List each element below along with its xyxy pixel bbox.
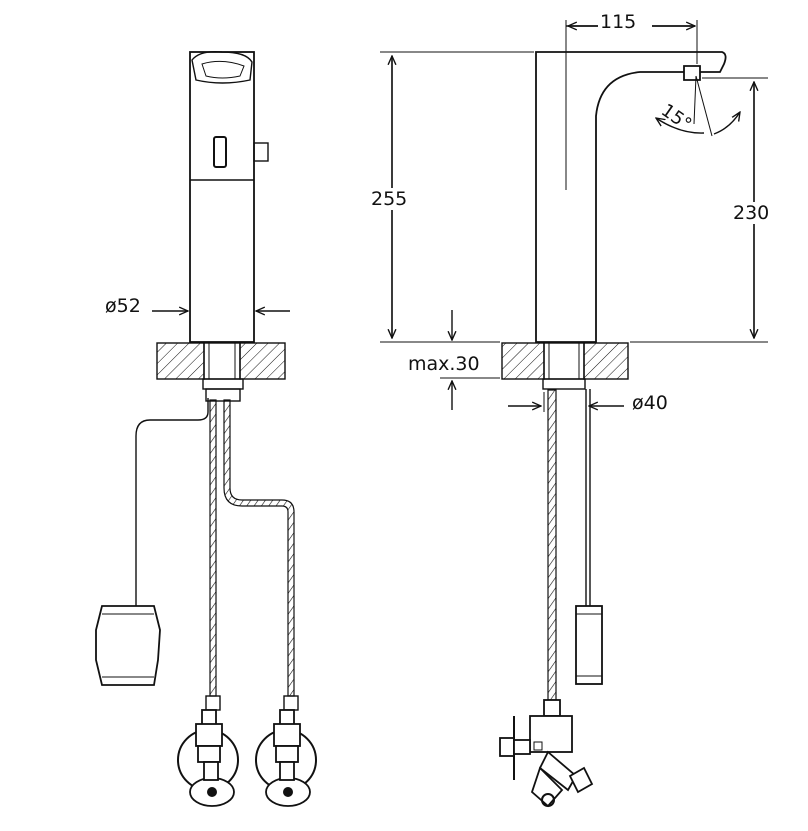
front-countertop-left [156,342,205,380]
sensor-window [213,136,227,168]
side-view: 15° 115 255 230 max.30 [370,10,778,808]
side-countertop-left [501,342,545,380]
control-box-front [95,605,161,686]
front-faucet-body [189,51,255,343]
dim-max-thickness: max.30 [408,353,480,375]
front-view: ø52 [95,50,317,807]
control-box-side [575,605,603,685]
hose-left [209,399,217,697]
dim-spout-reach: 115 [600,11,636,33]
angle-valve-side [499,699,594,808]
dim-hole-diameter: ø40 [632,392,668,414]
dim-body-diameter: ø52 [105,295,141,317]
side-hose [547,389,557,701]
angle-valve-left [177,709,239,807]
dim-total-height: 255 [371,188,407,210]
dim-angle: 15° [657,100,695,136]
side-button [253,142,269,162]
aerator [683,65,701,81]
dim-spout-height: 230 [733,202,769,224]
sensor-cable [135,398,209,606]
hose-right [223,399,295,697]
side-countertop-right [583,342,629,380]
side-faucet-body [535,51,727,343]
front-faucet-head [191,50,253,84]
front-countertop-right [239,342,286,380]
angle-valve-right [255,709,317,807]
